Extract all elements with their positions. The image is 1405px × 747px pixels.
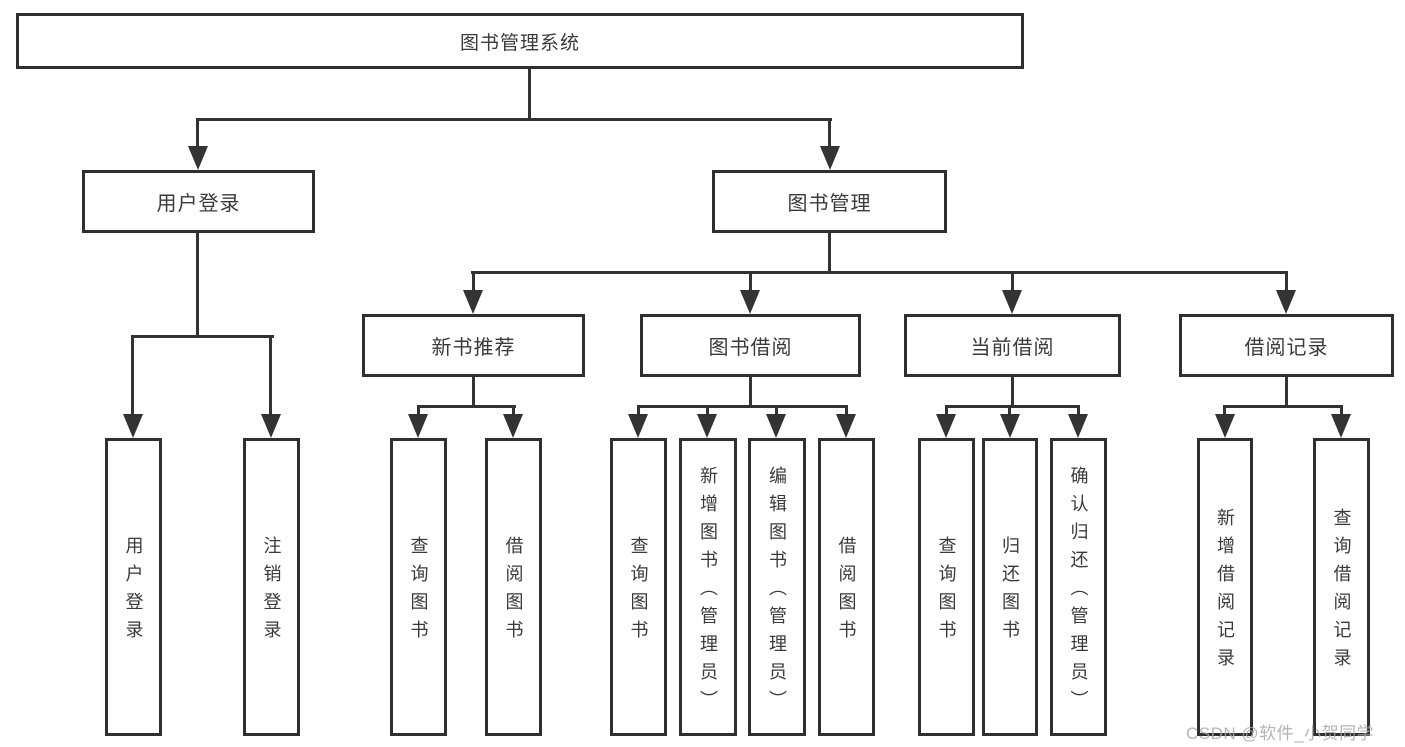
- connector-current-stem: [1011, 377, 1014, 407]
- node-borrow-records: 借阅记录: [1179, 314, 1394, 377]
- node-label: 查询图书: [936, 536, 957, 648]
- arrow-down-icon: [1000, 414, 1020, 438]
- node-label: 确认归还（管理员）: [1068, 466, 1089, 718]
- node-current-borrowing: 当前借阅: [904, 314, 1121, 377]
- node-label: 借阅图书: [836, 536, 857, 648]
- connector-drop-leaf: [706, 405, 709, 417]
- node-label: 图书管理: [787, 193, 872, 215]
- connector-borrowing-rail: [637, 405, 848, 408]
- arrow-down-icon: [836, 414, 856, 438]
- connector-borrowing-stem: [749, 377, 752, 407]
- arrow-down-icon: [697, 414, 717, 438]
- leaf-return-books: 归还图书: [982, 438, 1038, 736]
- node-label: 新书推荐: [431, 337, 516, 359]
- node-label: 注销登录: [261, 536, 282, 648]
- node-new-book-recommend: 新书推荐: [362, 314, 585, 377]
- leaf-user-login: 用户登录: [105, 438, 162, 736]
- leaf-borrow-books: 借阅图书: [818, 438, 875, 736]
- connector-drop-book-management: [828, 118, 831, 148]
- connector-book-mgmt-stem: [828, 233, 831, 273]
- node-label: 查询图书: [628, 536, 649, 648]
- arrow-down-icon: [1215, 414, 1235, 438]
- arrow-down-icon: [766, 414, 786, 438]
- connector-drop-level3: [472, 271, 475, 292]
- connector-records-stem: [1285, 377, 1288, 407]
- connector-drop-leaf: [1340, 405, 1343, 417]
- arrow-down-icon: [188, 146, 208, 170]
- arrow-down-icon: [503, 414, 523, 438]
- connector-drop-leaf: [131, 337, 134, 414]
- arrow-down-icon: [408, 414, 428, 438]
- connector-drop-user-login: [196, 118, 199, 148]
- node-label: 查询图书: [408, 536, 429, 648]
- connector-level2-rail: [196, 118, 832, 121]
- arrow-down-icon: [628, 414, 648, 438]
- connector-user-login-rail: [131, 335, 274, 338]
- node-book-management: 图书管理: [712, 170, 947, 233]
- leaf-borrow-books-recommend: 借阅图书: [485, 438, 542, 736]
- node-label: 用户登录: [156, 193, 241, 215]
- node-label: 借阅图书: [503, 536, 524, 648]
- connector-drop-leaf: [945, 405, 948, 417]
- csdn-watermark: CSDN @软件_小贺同学: [1186, 724, 1375, 743]
- leaf-query-books-borrowing: 查询图书: [610, 438, 667, 736]
- arrow-down-icon: [1331, 414, 1351, 438]
- connector-records-rail: [1223, 405, 1343, 408]
- node-label: 编辑图书（管理员）: [767, 466, 787, 718]
- arrow-down-icon: [1068, 414, 1088, 438]
- node-label: 用户登录: [123, 536, 144, 648]
- connector-drop-level3: [1285, 271, 1288, 292]
- connector-current-rail: [945, 405, 1080, 408]
- node-label: 当前借阅: [970, 337, 1055, 359]
- leaf-logout: 注销登录: [243, 438, 300, 736]
- connector-recommend-rail: [417, 405, 516, 408]
- arrow-down-icon: [1276, 290, 1296, 314]
- arrow-down-icon: [463, 290, 483, 314]
- node-label: 图书管理系统: [459, 32, 580, 54]
- connector-level3-rail: [471, 271, 1288, 274]
- node-label: 新增借阅记录: [1215, 508, 1235, 676]
- leaf-confirm-return-admin: 确认归还（管理员）: [1050, 438, 1107, 736]
- connector-drop-leaf: [512, 405, 515, 417]
- node-label: 查询借阅记录: [1331, 508, 1352, 676]
- leaf-query-borrow-record: 查询借阅记录: [1313, 438, 1370, 736]
- node-label: 归还图书: [1000, 536, 1020, 648]
- leaf-add-borrow-record: 新增借阅记录: [1197, 438, 1253, 736]
- connector-root-stem: [528, 69, 531, 121]
- node-user-login: 用户登录: [82, 170, 315, 233]
- arrow-down-icon: [1002, 290, 1022, 314]
- node-book-borrowing: 图书借阅: [640, 314, 861, 377]
- connector-drop-level3: [749, 271, 752, 292]
- leaf-edit-books-admin: 编辑图书（管理员）: [748, 438, 806, 736]
- connector-drop-leaf: [1223, 405, 1226, 417]
- node-label: 新增图书（管理员）: [698, 466, 718, 718]
- connector-drop-leaf: [1008, 405, 1011, 417]
- connector-drop-level3: [1011, 271, 1014, 292]
- leaf-query-books-recommend: 查询图书: [390, 438, 447, 736]
- node-label: 图书借阅: [708, 337, 793, 359]
- leaf-add-books-admin: 新增图书（管理员）: [679, 438, 737, 736]
- connector-drop-leaf: [1077, 405, 1080, 417]
- connector-drop-leaf: [269, 337, 272, 414]
- arrow-down-icon: [123, 414, 143, 438]
- arrow-down-icon: [820, 146, 840, 170]
- connector-drop-leaf: [845, 405, 848, 417]
- connector-recommend-stem: [472, 377, 475, 407]
- connector-drop-leaf: [417, 405, 420, 417]
- connector-drop-leaf: [637, 405, 640, 417]
- arrow-down-icon: [740, 290, 760, 314]
- leaf-query-books-current: 查询图书: [918, 438, 975, 736]
- arrow-down-icon: [261, 414, 281, 438]
- node-library-system: 图书管理系统: [16, 13, 1024, 69]
- connector-user-login-stem: [196, 233, 199, 337]
- arrow-down-icon: [936, 414, 956, 438]
- connector-drop-leaf: [775, 405, 778, 417]
- node-label: 借阅记录: [1244, 337, 1329, 359]
